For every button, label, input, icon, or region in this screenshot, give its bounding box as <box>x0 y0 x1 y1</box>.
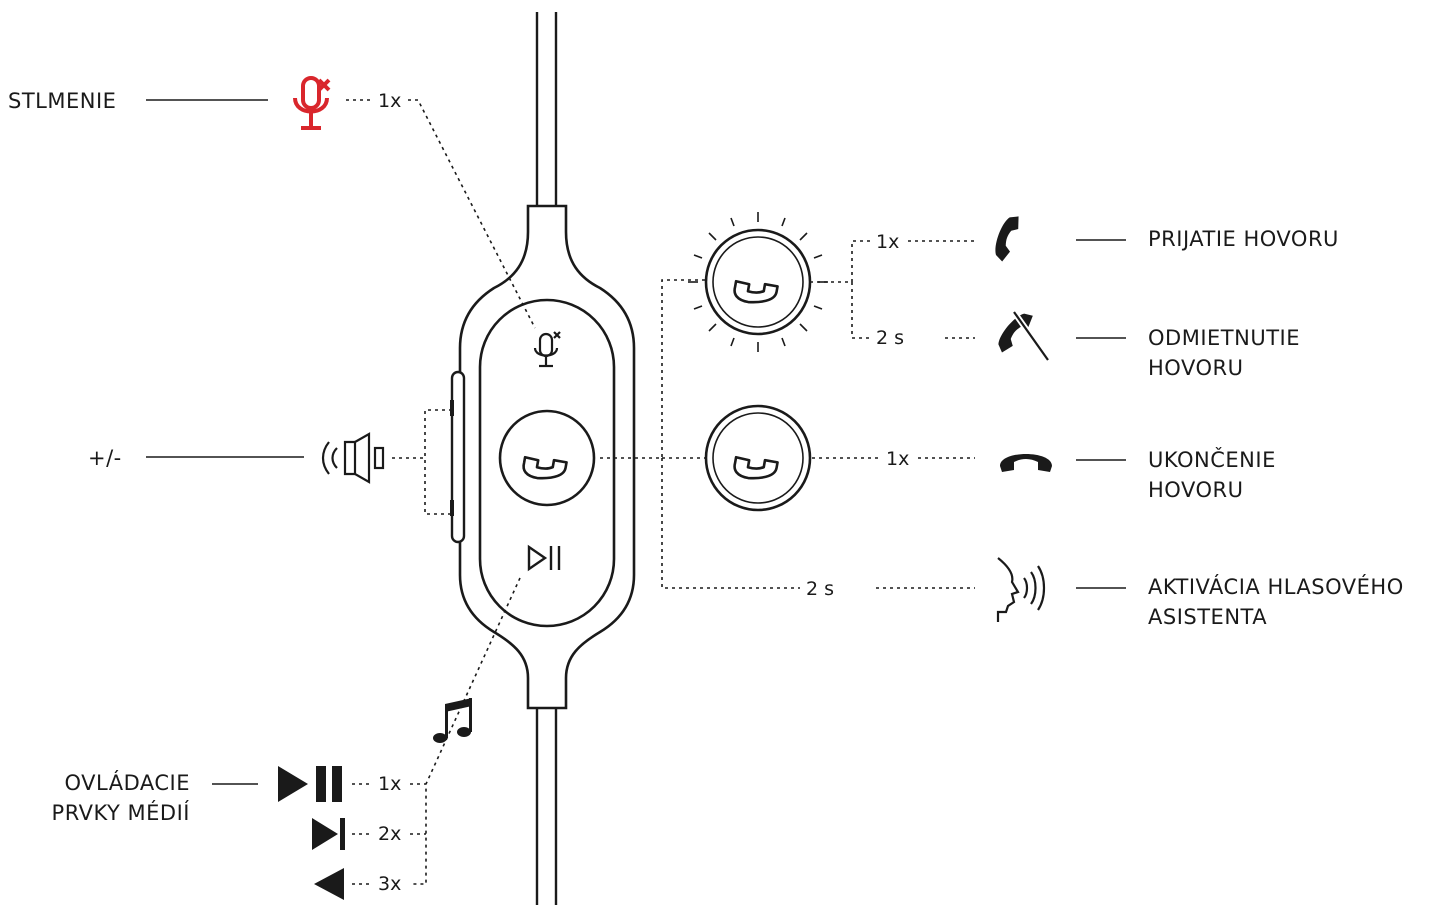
answer-phone-icon <box>995 216 1019 262</box>
count-voice-assistant: 2 s <box>804 577 837 601</box>
music-note-icon <box>433 698 472 743</box>
previous-track-icon <box>314 868 344 900</box>
volume-rocker[interactable] <box>450 370 466 544</box>
play-pause-icon <box>278 766 342 802</box>
controller-play-pause-icon[interactable] <box>527 544 561 572</box>
speaker-icon <box>321 432 385 484</box>
reject-phone-icon <box>998 310 1051 362</box>
next-track-icon <box>312 818 345 850</box>
count-play-pause: 1x <box>376 772 404 796</box>
mute-mic-icon <box>293 76 331 130</box>
label-mute: STLMENIE <box>8 89 117 113</box>
count-next: 2x <box>376 822 404 846</box>
controller-mute-icon[interactable] <box>533 331 561 368</box>
count-answer: 1x <box>874 230 902 254</box>
count-previous: 3x <box>376 872 404 896</box>
ringing-call-button-icon <box>688 212 828 352</box>
count-reject: 2 s <box>874 326 907 350</box>
count-mute: 1x <box>376 89 404 113</box>
controller-panel <box>478 298 616 628</box>
label-answer: PRIJATIE HOVORU <box>1148 227 1339 251</box>
cable <box>535 12 558 905</box>
label-volume: +/- <box>88 446 122 470</box>
voice-assistant-icon <box>996 557 1046 622</box>
controller-call-button[interactable] <box>498 409 596 507</box>
controller-body <box>458 204 636 710</box>
hangup-phone-icon <box>1000 454 1052 472</box>
count-end-call: 1x <box>884 447 912 471</box>
call-button-icon <box>704 404 812 512</box>
